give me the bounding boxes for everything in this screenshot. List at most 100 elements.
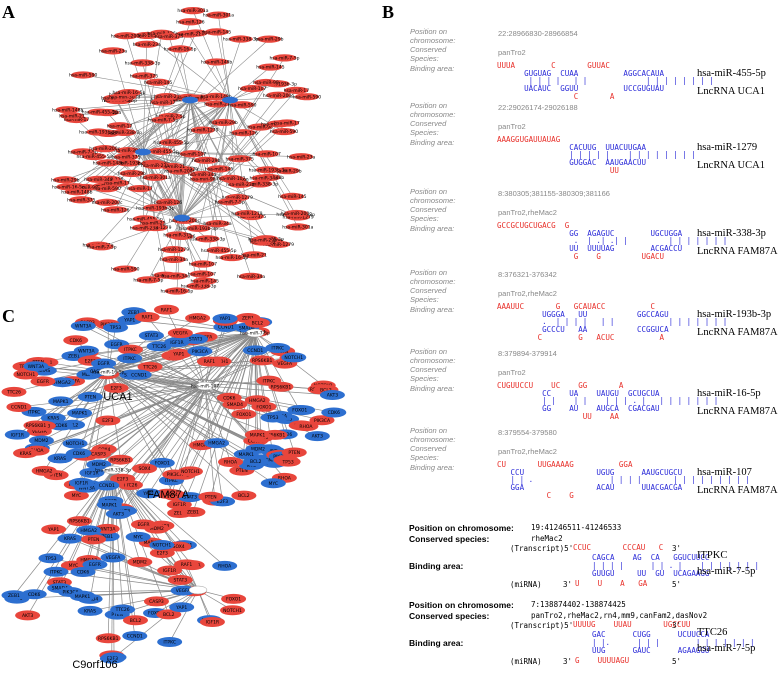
gene-node	[167, 574, 193, 585]
network-edge	[112, 469, 123, 610]
gene-node-label: BCL2	[250, 459, 262, 465]
mirna-node-label: hsa-miR-455-5p	[76, 154, 112, 160]
mirna-node	[103, 206, 128, 214]
mirna-node	[206, 11, 231, 19]
gene-node	[204, 438, 230, 449]
mirna-node	[253, 78, 278, 87]
species-label: Conserved	[410, 119, 447, 128]
gene-node-label: FOXO1	[292, 408, 307, 414]
gene-node	[70, 320, 96, 331]
mirna-node	[205, 100, 230, 108]
position-label: Position on chromosome:	[409, 600, 514, 610]
gene-node-label: BCL2	[252, 320, 264, 326]
gene-node-label: CCND1	[247, 348, 263, 354]
mirna-node	[255, 166, 280, 174]
mirna-node	[96, 159, 121, 167]
position-label: Position on	[410, 347, 448, 356]
gene-node-label: MDM2	[150, 526, 164, 532]
network-edge	[112, 589, 199, 659]
mirna-name: hsa-miR-16-5p	[697, 388, 761, 399]
mirna-node-label: hsa-miR-590	[111, 267, 140, 273]
hub-node	[103, 465, 123, 475]
mirna-node-label: hsa-miR-17	[284, 88, 310, 94]
network-edge	[229, 66, 271, 101]
pair-bonds: . | .| .| | | | | | | | |	[497, 236, 728, 245]
gene-node-label: NOTCH1	[223, 608, 242, 614]
gene-node-label: MYC	[69, 563, 79, 569]
pair-bonds: | | . | | | | | | | | | | | | |	[497, 475, 750, 484]
network-edge	[229, 99, 293, 197]
mirna-node-label: hsa-miR-16-5p	[185, 96, 218, 102]
gene-node	[153, 304, 179, 315]
network-edge	[125, 35, 183, 219]
mirna-node	[211, 118, 236, 127]
mirna-node	[69, 196, 94, 204]
mirna-node-label: hsa-miR-1279	[222, 195, 253, 201]
gene-node	[1, 386, 27, 397]
position-label: Position on	[410, 426, 448, 435]
mirna-node-label: hsa-miR-23a	[141, 163, 170, 169]
gene-node-label: FOXO1	[148, 611, 163, 617]
species-value: panTro2,rheMac2	[498, 447, 557, 456]
gene-node-label: IGF1R	[173, 502, 186, 508]
gene-node	[66, 516, 92, 527]
gene-node	[242, 345, 268, 356]
mirna-seq: C G ACUC A	[497, 333, 665, 342]
mirna-node-label: hsa-miR-145	[256, 65, 285, 71]
binding-label: Binding area:	[410, 64, 455, 73]
gene-node-label: AKT3	[22, 613, 33, 619]
gene-node-label: MDM2	[251, 447, 265, 453]
gene-node	[63, 335, 89, 346]
mirna-node	[87, 108, 112, 116]
mirna-node-label: hsa-miR-21	[241, 252, 267, 258]
mirna-node	[250, 236, 275, 244]
gene-node	[220, 605, 246, 616]
network-edge	[166, 332, 256, 494]
network-edge	[129, 357, 206, 387]
mirna-node-label: hsa-miR-200c	[263, 93, 294, 99]
gene-node	[110, 473, 136, 484]
binding-label: Binding area:	[410, 463, 455, 472]
transcript-seq: CCUC CCCAU C	[573, 543, 664, 552]
position-label: Position on	[410, 101, 448, 110]
gene-node	[218, 456, 244, 467]
gene-node-label: FOXO1	[236, 412, 251, 418]
mirna-node-label: hsa-miR-98	[247, 125, 273, 131]
mirna-suffix: 5'	[672, 657, 682, 666]
pair-seq: UU UUUUAG ACGACCU	[497, 244, 683, 253]
network-edge	[84, 385, 206, 457]
gene-node-label: E2F3	[85, 358, 96, 364]
mirna-node-label: hsa-miR-29b	[249, 238, 278, 244]
mirna-node	[238, 272, 263, 280]
gene-node	[136, 488, 162, 499]
mirna-node-label: hsa-miR-455-5p	[143, 149, 179, 155]
network-edge	[189, 99, 240, 159]
mirna-node	[217, 198, 242, 206]
mirna-node-label: hsa-miR-17	[127, 186, 153, 192]
mirna-node-label: hsa-miR-145	[278, 194, 307, 200]
mirna-node-label: hsa-miR-98	[190, 177, 216, 183]
mirna-node	[94, 185, 119, 193]
mirna-node-label: hsa-miR-1279	[231, 211, 262, 217]
gene-node-label: BCL2	[163, 612, 175, 618]
gene-node	[107, 454, 133, 465]
gene-node-label: HMGA2	[208, 441, 225, 447]
mirna-node-label: hsa-miR-21	[176, 32, 202, 38]
gene-node-label: VEGFA	[106, 555, 122, 561]
position-value: 7:138874402-138874425	[531, 600, 626, 609]
pair-seq: GUGUAG CUAA AGGCACAUA	[497, 69, 665, 78]
mirna-node-label: hsa-miR-338-3p	[106, 130, 142, 136]
mirna-node	[206, 246, 231, 254]
mirna-node	[92, 145, 117, 153]
mirna-node	[155, 198, 180, 206]
gene-node-label: PTEN	[84, 394, 96, 400]
gene-node	[57, 533, 83, 544]
pair-seq: CCU UGUG AAUGCUGCU	[497, 468, 683, 477]
gene-node	[304, 431, 330, 442]
gene-node	[13, 448, 39, 459]
network-edge	[84, 187, 183, 219]
mirna-node	[194, 156, 219, 164]
mirna-node-label: hsa-miR-375	[238, 214, 267, 220]
gene-node	[321, 407, 347, 418]
mirna-node	[114, 32, 139, 40]
